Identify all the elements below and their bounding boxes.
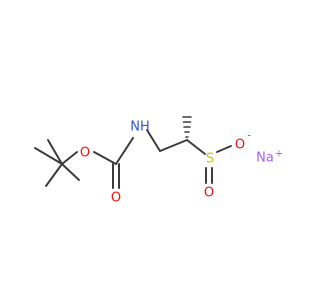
- atom-oxygen-sulfinyl: O: [204, 186, 214, 201]
- hashed-wedge-methyl: [182, 116, 192, 138]
- structure-diagram: O O NH S O - O Na +: [34, 116, 283, 206]
- bond-tbu-ch3-right: [61, 163, 80, 181]
- bond-ch2-to-chiral: [159, 139, 188, 152]
- bond-tbu-to-oester: [61, 151, 78, 165]
- bond-n-to-ch2: [146, 129, 161, 152]
- atom-oxygen-carbonyl: O: [111, 191, 121, 206]
- atom-sulfur: S: [206, 152, 214, 167]
- bond-s-to-oneg: [216, 145, 232, 153]
- positive-charge: +: [275, 149, 283, 160]
- atom-oxygen-ester: O: [80, 146, 90, 161]
- atom-nitrogen-nh: NH: [130, 120, 150, 135]
- bond-tbu-ch3-left: [34, 147, 63, 165]
- atom-oxygen-sulfinate: O: [235, 138, 245, 153]
- bond-carbonyl-to-n: [115, 137, 134, 165]
- bond-chiral-to-s: [186, 139, 206, 155]
- atom-sodium: Na: [256, 151, 274, 166]
- bond-tbu-ch3-up: [47, 139, 63, 165]
- bond-tbu-ch3-down: [45, 163, 63, 187]
- negative-charge: -: [247, 131, 251, 142]
- bond-oester-to-carbonyl: [93, 151, 117, 165]
- molecule-canvas: O O NH S O - O Na +: [34, 116, 284, 206]
